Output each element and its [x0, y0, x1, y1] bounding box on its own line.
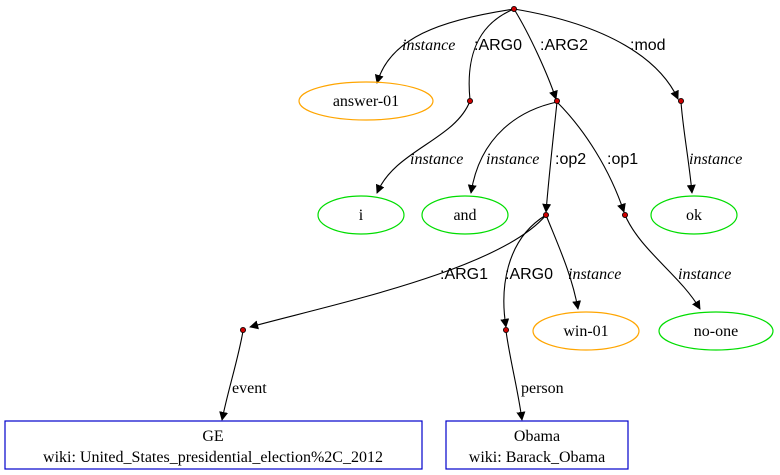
- node-and: and: [421, 195, 509, 235]
- edge-label-person: person: [521, 380, 564, 397]
- edge-label-arg1: :ARG1: [440, 266, 488, 283]
- node-win-01: win-01: [532, 311, 640, 351]
- node-label-i: i: [359, 207, 364, 224]
- edge-label-instance: instance: [678, 266, 731, 283]
- edge-op2-arg1: [249, 214, 547, 330]
- edge-root-arg0: [468, 8, 515, 101]
- edge-label-event: event: [232, 380, 267, 397]
- node-no-one: no-one: [658, 311, 774, 351]
- node-label-answer-01: answer-01: [333, 93, 399, 110]
- node-obama-wiki: wiki: Barack_Obama: [469, 449, 605, 466]
- node-label-no-one: no-one: [694, 323, 738, 340]
- node-answer-01: answer-01: [298, 81, 434, 121]
- node-label-win-01: win-01: [563, 323, 608, 340]
- edge-mod-instance: [680, 101, 696, 194]
- edge-label-op2: :op2: [555, 151, 586, 168]
- edge-label-op1: :op1: [607, 151, 638, 168]
- edge-arg1-event: [219, 330, 244, 421]
- edge-label-arg0: :ARG0: [474, 37, 522, 54]
- edge-root-mod: [513, 8, 679, 100]
- variable-dots: [239, 6, 685, 333]
- variable-dot-arg0b: [502, 326, 509, 333]
- edges: [219, 8, 701, 421]
- node-i: i: [317, 195, 405, 235]
- node-obama: Obama wiki: Barack_Obama: [445, 420, 629, 470]
- node-ge: GE wiki: United_States_presidential_elec…: [4, 420, 423, 470]
- edge-label-instance: instance: [568, 266, 621, 283]
- variable-dot-arg1: [239, 326, 246, 333]
- edge-label-arg2: :ARG2: [540, 37, 588, 54]
- node-label-ok: ok: [686, 207, 702, 224]
- edge-root-arg2: [513, 8, 558, 100]
- variable-dot-root: [510, 6, 517, 12]
- edge-label-instance: instance: [486, 151, 539, 168]
- variable-dot-arg2: [554, 98, 561, 105]
- edge-label-mod: :mod: [630, 37, 666, 54]
- edge-op1-instance: [624, 214, 701, 310]
- edge-label-instance: instance: [402, 37, 455, 54]
- edge-label-instance: instance: [410, 151, 463, 168]
- variable-dot-op1: [622, 211, 629, 218]
- node-label-and: and: [453, 207, 476, 224]
- edge-arg2-op2: [542, 101, 558, 213]
- variable-dot-arg0: [466, 98, 473, 105]
- edge-arg0b-person: [505, 330, 526, 421]
- edge-label-instance: instance: [689, 151, 742, 168]
- edge-root-instance: [374, 8, 515, 84]
- edge-op2-instance: [545, 214, 582, 310]
- edge-label-arg0: :ARG0: [505, 266, 553, 283]
- node-ge-wiki: wiki: United_States_presidential_electio…: [43, 449, 383, 466]
- edge-op2-arg0: [500, 214, 547, 328]
- node-obama-title: Obama: [514, 428, 560, 445]
- edge-arg2-op1: [556, 101, 626, 213]
- edge-labels: instance :ARG0 :ARG2 :mod instance insta…: [232, 37, 742, 397]
- variable-dot-mod: [678, 98, 685, 105]
- edge-arg0-instance: [375, 100, 471, 194]
- edge-arg2-instance: [467, 101, 558, 194]
- node-ok: ok: [650, 195, 738, 235]
- node-ge-title: GE: [202, 428, 223, 445]
- variable-dot-op2: [543, 211, 550, 218]
